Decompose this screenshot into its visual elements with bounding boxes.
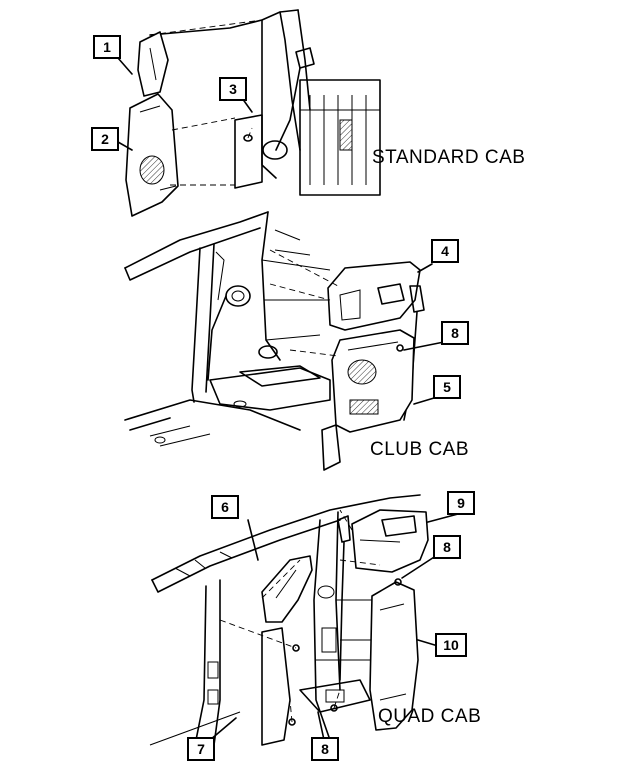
callout-4: 4 (431, 239, 459, 263)
club-cab-title: CLUB CAB (370, 439, 469, 460)
svg-text:4: 4 (441, 243, 449, 259)
callout-9: 9 (447, 491, 475, 515)
callout-5: 5 (433, 375, 461, 399)
svg-text:3: 3 (229, 81, 237, 97)
standard-cab-title: STANDARD CAB (372, 147, 525, 168)
callout-3: 3 (219, 77, 247, 101)
svg-text:5: 5 (443, 379, 451, 395)
svg-text:10: 10 (443, 637, 459, 653)
svg-text:9: 9 (457, 495, 465, 511)
svg-text:8: 8 (443, 539, 451, 555)
svg-text:2: 2 (101, 131, 109, 147)
callout-1: 1 (93, 35, 121, 59)
callout-8-quad-bottom: 8 (311, 737, 339, 761)
standard-cab-illustration (125, 9, 381, 217)
svg-text:1: 1 (103, 39, 111, 55)
callout-8-club: 8 (441, 321, 469, 345)
quad-cab-title: QUAD CAB (378, 706, 481, 727)
callout-7: 7 (187, 737, 215, 761)
callout-2: 2 (91, 127, 119, 151)
quad-cab-illustration (149, 494, 429, 746)
callout-10: 10 (435, 633, 467, 657)
club-cab-illustration (124, 211, 425, 471)
callout-6: 6 (211, 495, 239, 519)
svg-text:8: 8 (451, 325, 459, 341)
svg-text:6: 6 (221, 499, 229, 515)
svg-text:8: 8 (321, 741, 329, 757)
svg-text:7: 7 (197, 741, 205, 757)
callout-8-quad-right: 8 (433, 535, 461, 559)
